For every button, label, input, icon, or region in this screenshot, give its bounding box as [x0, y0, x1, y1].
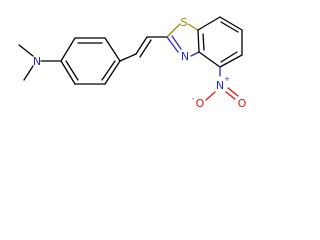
bond-c7a-c7: [197, 16, 221, 31]
bond-c4-c3a: [198, 51, 221, 68]
bond-methyl-upper: [18, 44, 34, 57]
bond-ring-6: [60, 60, 76, 85]
bond-ring-double-b: [101, 60, 116, 81]
atom-label-thiazole-n: N: [181, 50, 189, 63]
bond-methyl-lower: [23, 65, 34, 81]
bond-s-c7a: [187, 23, 199, 31]
bond-ring-to-vinyl: [119, 53, 137, 62]
bond-ring-1: [60, 37, 76, 62]
nitro-group: [205, 66, 239, 101]
bond-nitro-o-double-2: [225, 91, 236, 100]
chemical-structure-diagram: N S N N + O O -: [18, 16, 247, 110]
bond-c2-s: [166, 23, 181, 38]
charge-nitro-o-negative: -: [192, 95, 195, 103]
bond-c2-n-double-2: [171, 35, 182, 50]
bond-c5-c4: [219, 54, 243, 68]
thiazole-ring: [166, 23, 200, 57]
bond-nitro-o-single: [205, 91, 216, 101]
atom-label-nitro-o-single: O: [196, 97, 205, 110]
bond-benzo-double-b: [220, 51, 238, 63]
bond-c7-c6: [219, 16, 243, 31]
benzene-ring: [60, 37, 121, 85]
atom-label-nitro-n: N: [216, 79, 224, 92]
bond-vinyl-double-2: [139, 39, 152, 58]
atom-label-thiazole-s: S: [181, 16, 188, 29]
atom-labels: N S N N + O O -: [33, 16, 247, 110]
vinyl-linker: [119, 36, 168, 62]
bond-n-c3a: [190, 51, 200, 57]
charge-nitro-n-positive: +: [224, 75, 230, 83]
bond-c7a-c3a: [197, 29, 200, 53]
atom-label-amine-n: N: [33, 55, 41, 68]
bond-benzo-double-a: [220, 21, 239, 33]
bond-ring-double-c: [65, 60, 79, 81]
bond-c2-n-double-1: [166, 36, 179, 53]
bond-benzo-double-c: [202, 33, 205, 51]
benzo-ring: [197, 16, 243, 68]
dimethylamino-group: [18, 44, 62, 81]
atom-label-nitro-o-double: O: [238, 97, 247, 110]
bond-ring-3: [104, 37, 121, 62]
bond-ring-4: [104, 60, 121, 85]
bond-nitro-o-double-1: [227, 87, 239, 97]
bond-vinyl-double-1: [135, 36, 148, 55]
